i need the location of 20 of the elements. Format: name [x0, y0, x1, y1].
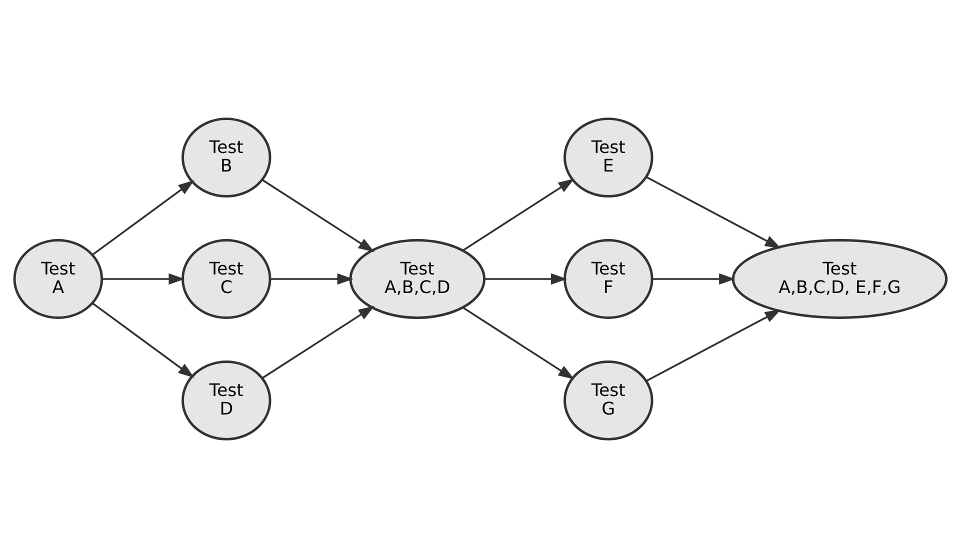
- arrow: [462, 178, 574, 252]
- node-ellipse: Test F: [564, 239, 654, 319]
- node-ellipse: Test D: [182, 360, 272, 440]
- node-ellipse: Test B: [182, 118, 272, 198]
- arrow: [646, 309, 782, 382]
- node-ellipse: Test E: [564, 118, 654, 198]
- node-ellipse: Test A: [13, 239, 104, 319]
- arrow: [262, 306, 375, 379]
- arrow: [262, 179, 375, 252]
- node-ellipse: Test A,B,C,D, E,F,G: [732, 239, 948, 319]
- arrow: [92, 302, 194, 378]
- arrow: [92, 180, 194, 256]
- node-ellipse: Test C: [182, 239, 272, 319]
- node-ellipse: Test G: [564, 360, 654, 440]
- arrow: [646, 176, 782, 249]
- arrow: [270, 273, 354, 285]
- arrow: [484, 273, 568, 285]
- arrow: [102, 273, 185, 285]
- arrow: [462, 306, 574, 380]
- arrow: [652, 273, 736, 285]
